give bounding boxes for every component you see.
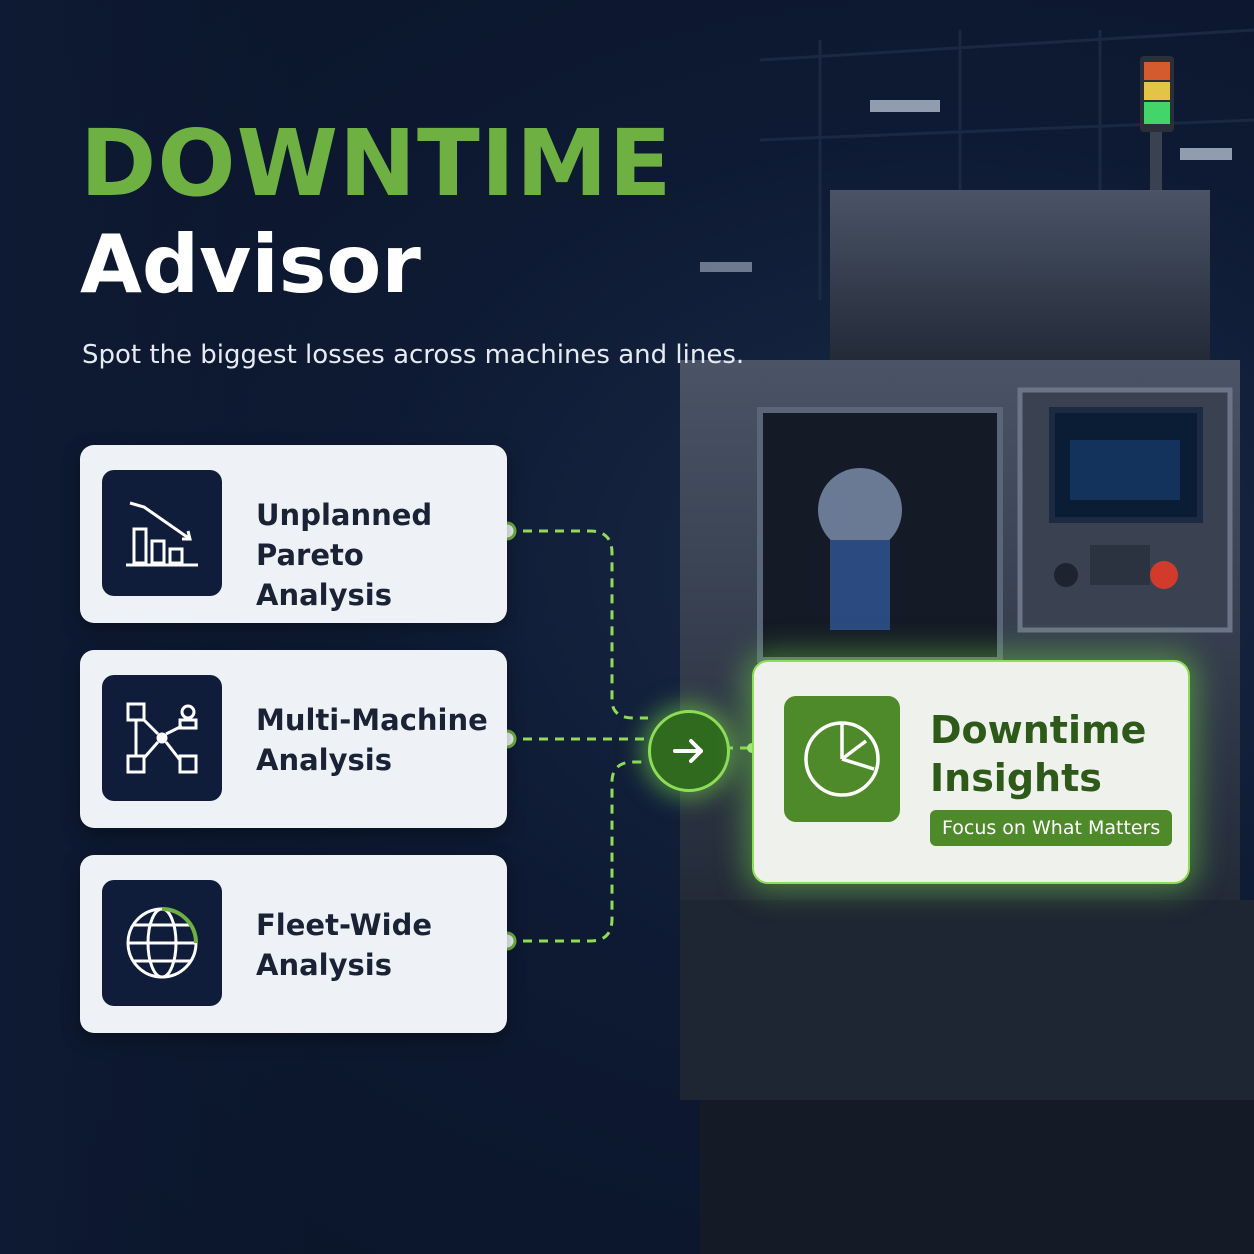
insight-card[interactable]: Downtime Insights Focus on What Matters xyxy=(752,660,1190,884)
arrow-node[interactable] xyxy=(648,710,730,792)
title-advisor: Advisor xyxy=(80,218,421,311)
insight-title: Downtime Insights xyxy=(930,708,1147,800)
feature-card-pareto[interactable]: Unplanned Pareto Analysis xyxy=(80,445,507,623)
globe-icon xyxy=(102,880,222,1006)
feature-label-fleet-wide: Fleet-Wide Analysis xyxy=(256,908,433,982)
feature-card-fleet-wide[interactable]: Fleet-Wide Analysis xyxy=(80,855,507,1033)
arrow-right-icon xyxy=(673,739,703,763)
title-downtime: DOWNTIME xyxy=(80,110,673,217)
feature-label-pareto: Unplanned Pareto Analysis xyxy=(256,498,433,612)
subtitle: Spot the biggest losses across machines … xyxy=(82,340,745,370)
network-nodes-icon xyxy=(102,675,222,801)
feature-card-multi-machine[interactable]: Multi-Machine Analysis xyxy=(80,650,507,828)
feature-label-multi-machine: Multi-Machine Analysis xyxy=(256,703,488,777)
insight-badge: Focus on What Matters xyxy=(930,810,1173,846)
pie-chart-icon xyxy=(784,696,900,822)
pareto-chart-icon xyxy=(102,470,222,596)
